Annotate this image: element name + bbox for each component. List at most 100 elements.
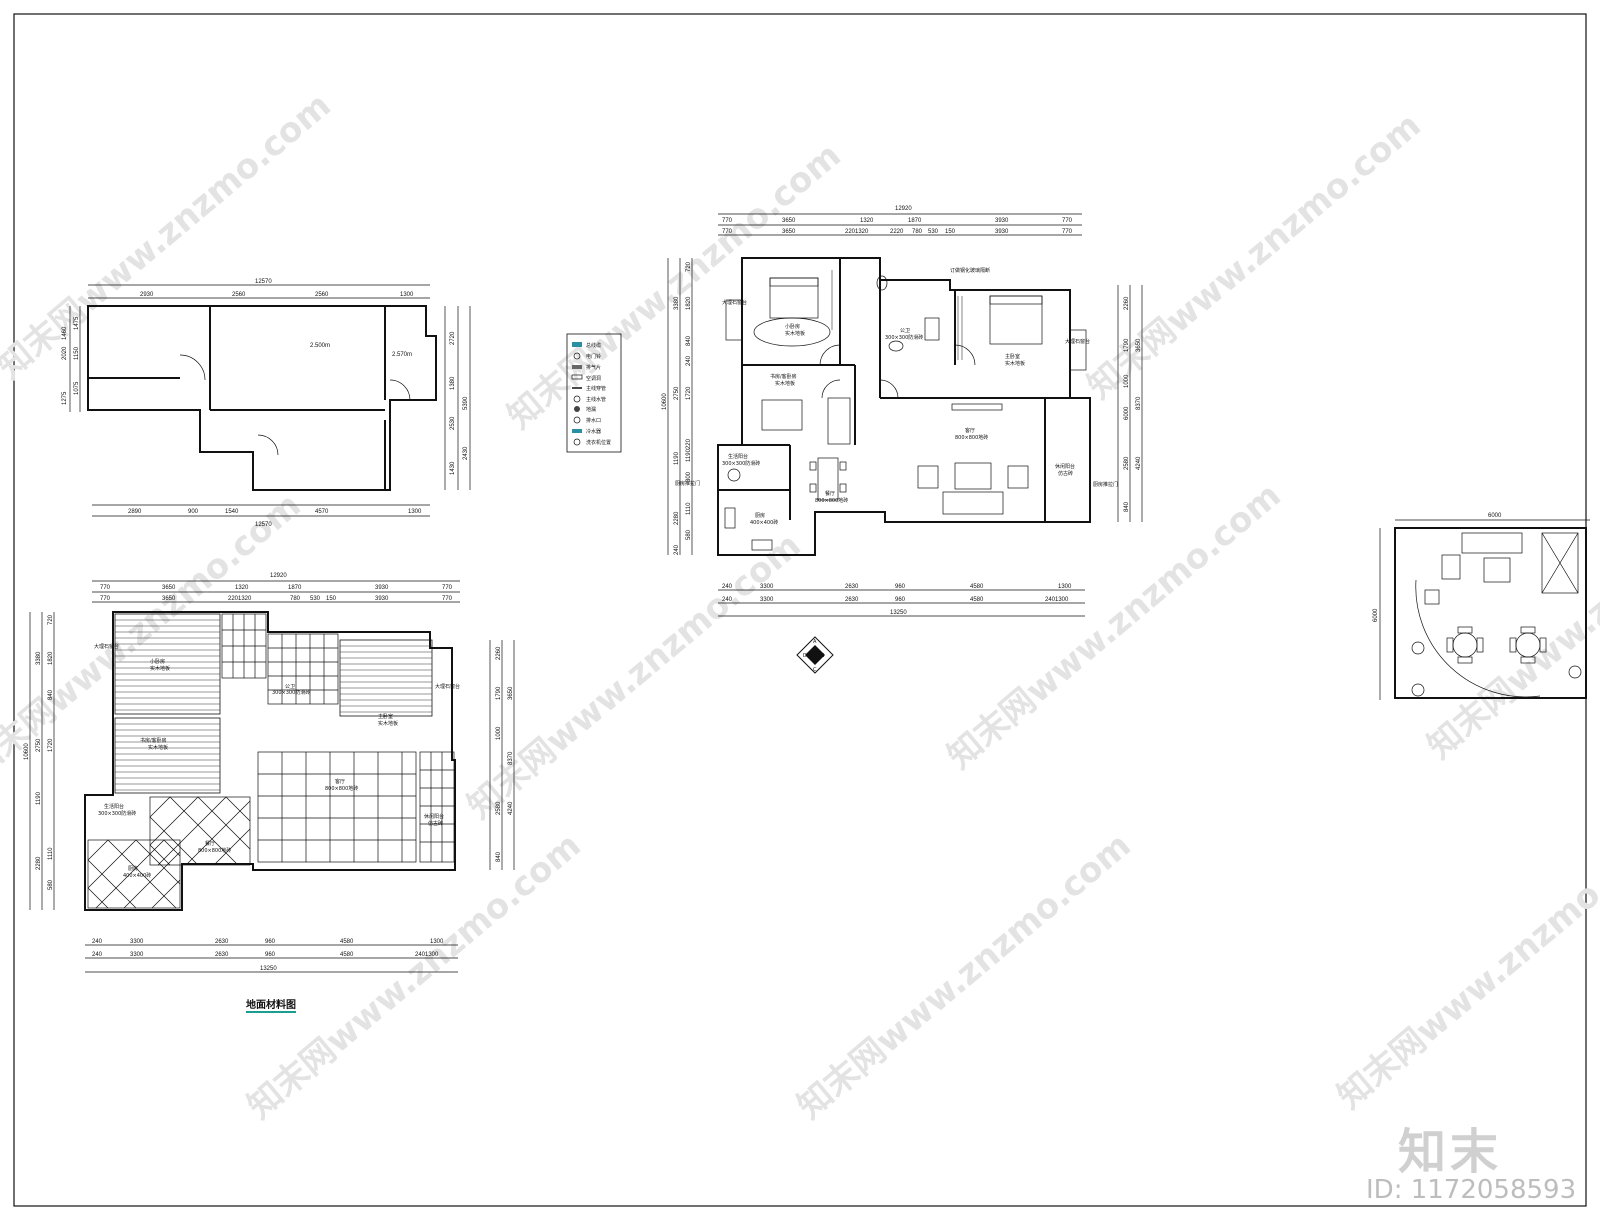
svg-text:实木地板: 实木地板: [775, 380, 795, 387]
svg-text:770: 770: [722, 229, 733, 235]
armchair-icon: [1007, 465, 1029, 489]
svg-text:4580: 4580: [970, 584, 984, 590]
svg-text:770: 770: [1062, 218, 1073, 224]
svg-text:实木地板: 实木地板: [378, 720, 398, 727]
svg-text:A: A: [813, 639, 817, 645]
svg-text:800×800地砖: 800×800地砖: [955, 434, 988, 441]
svg-text:770: 770: [1062, 229, 1073, 235]
svg-text:4240: 4240: [1136, 456, 1142, 470]
svg-text:1870: 1870: [288, 585, 302, 591]
svg-text:1820: 1820: [686, 296, 692, 310]
bistro-set-icon: [1446, 626, 1484, 664]
svg-text:2930: 2930: [140, 292, 154, 298]
room-label: 书房/客卧房: [770, 373, 797, 380]
svg-text:720: 720: [686, 261, 692, 272]
dining-table-icon: [817, 457, 839, 501]
svg-text:生活阳台: 生活阳台: [104, 803, 124, 810]
svg-text:厨房推拉门: 厨房推拉门: [675, 480, 700, 487]
svg-text:3930: 3930: [375, 596, 389, 602]
svg-text:3650: 3650: [508, 686, 514, 700]
svg-text:2260: 2260: [496, 646, 502, 660]
svg-text:840: 840: [686, 335, 692, 346]
svg-text:2430: 2430: [463, 446, 469, 460]
svg-text:排水口: 排水口: [586, 417, 601, 424]
washer-icon: [727, 468, 741, 482]
svg-text:2630: 2630: [215, 939, 229, 945]
svg-text:3300: 3300: [760, 597, 774, 603]
floor-outline: [84, 611, 456, 911]
svg-text:2220: 2220: [890, 229, 904, 235]
plant-icon: [1568, 665, 1582, 679]
svg-text:2630: 2630: [215, 952, 229, 958]
svg-text:1275: 1275: [62, 391, 68, 405]
svg-text:300×300防滑砖: 300×300防滑砖: [885, 334, 923, 341]
dim-bottom-total: 12570: [255, 522, 272, 528]
svg-text:240: 240: [722, 597, 733, 603]
room-label: 小卧房: [785, 323, 800, 330]
svg-text:1460: 1460: [62, 326, 68, 340]
svg-text:2580: 2580: [496, 801, 502, 815]
room-label: 主卧室: [1005, 353, 1020, 360]
svg-text:1000: 1000: [1124, 374, 1130, 388]
room-label: 休闲阳台: [1055, 463, 1075, 470]
svg-text:2560: 2560: [232, 292, 246, 298]
dim-top-total: 12920: [895, 206, 912, 212]
svg-text:4580: 4580: [970, 597, 984, 603]
svg-text:770: 770: [442, 596, 453, 602]
svg-text:8370: 8370: [508, 751, 514, 765]
svg-text:地漏: 地漏: [586, 406, 596, 413]
compass-icon: A B C D: [796, 636, 834, 674]
svg-text:1190: 1190: [674, 451, 680, 465]
svg-text:2020: 2020: [62, 346, 68, 360]
room-label: 公卫: [900, 328, 910, 334]
furniture-layout-plan: 12920 770 3650 1320 1870 3930 770 770 36…: [662, 206, 1143, 674]
svg-text:1790: 1790: [496, 686, 502, 700]
svg-text:840: 840: [48, 689, 54, 700]
svg-text:3930: 3930: [375, 585, 389, 591]
svg-text:B: B: [821, 653, 825, 659]
plant-icon: [1411, 683, 1425, 697]
svg-text:3650: 3650: [1136, 338, 1142, 352]
svg-text:实木地板: 实木地板: [148, 744, 168, 751]
svg-text:书房/客卧房: 书房/客卧房: [140, 737, 167, 744]
svg-text:2560: 2560: [315, 292, 329, 298]
svg-text:排气片: 排气片: [586, 364, 601, 371]
ceiling-height-1: 2.500m: [310, 343, 330, 349]
ceiling-height-2: 2.570m: [392, 352, 412, 358]
watermark-text: 知末网www.znzmo.com: [1330, 815, 1600, 1117]
svg-text:2630: 2630: [845, 584, 859, 590]
svg-text:1110: 1110: [686, 502, 692, 515]
svg-text:960: 960: [265, 939, 276, 945]
tile-grid-pattern: [221, 613, 339, 705]
watermark-text: 知末网www.znzmo.com: [0, 85, 339, 387]
watermark-layer: 知末网www.znzmo.com 知末网www.znzmo.com 知末网www…: [0, 85, 1600, 1127]
svg-text:6000: 6000: [1124, 406, 1130, 420]
sofa-icon: [942, 491, 1004, 515]
svg-text:1430: 1430: [450, 461, 456, 475]
svg-text:840: 840: [1124, 501, 1130, 512]
svg-text:订做钢化玻璃隔断: 订做钢化玻璃隔断: [950, 267, 990, 274]
sofa-icon: [827, 397, 851, 445]
svg-text:770: 770: [442, 585, 453, 591]
svg-text:1475: 1475: [74, 316, 80, 330]
dim-top-total: 12920: [270, 573, 287, 579]
svg-text:530: 530: [310, 596, 321, 602]
svg-text:4570: 4570: [315, 509, 329, 515]
svg-text:1000: 1000: [496, 726, 502, 740]
svg-text:2280: 2280: [36, 856, 42, 870]
bed-icon: [989, 295, 1043, 345]
svg-text:1300: 1300: [408, 509, 422, 515]
diagonal-tile-pattern: [87, 796, 251, 909]
svg-text:客厅: 客厅: [335, 778, 345, 785]
svg-text:580: 580: [686, 529, 692, 540]
svg-text:400×400砖: 400×400砖: [750, 519, 778, 526]
watermark-text: 知末网www.znzmo.com: [790, 825, 1139, 1127]
svg-text:240: 240: [674, 544, 680, 555]
svg-text:240: 240: [92, 952, 103, 958]
legend-list: 总线缆 电门铃 排气片 空调洞 主线穿管 主线水管 地漏 排水口 冷水器 洗衣机…: [571, 342, 611, 446]
svg-text:240: 240: [686, 355, 692, 366]
svg-text:1300: 1300: [400, 292, 414, 298]
svg-text:实木地板: 实木地板: [1005, 360, 1025, 367]
svg-text:3380: 3380: [36, 651, 42, 665]
